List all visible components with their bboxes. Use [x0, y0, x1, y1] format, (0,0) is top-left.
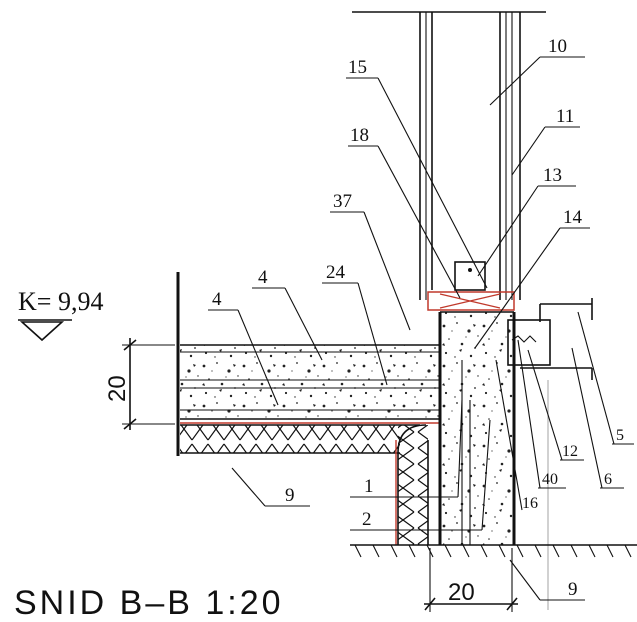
callout-4-upper: 4: [258, 267, 268, 288]
dim-slab-thickness: 20: [104, 338, 175, 430]
callout-10: 10: [548, 36, 567, 57]
callout-labels: 10 11 15 18 13 37 14 24 4 4 1 2 9 9 16 4…: [212, 36, 624, 600]
dim-slab-text: 20: [104, 375, 131, 402]
callout-18: 18: [350, 125, 369, 146]
level-mark-text: K= 9,94: [18, 287, 103, 316]
callout-16: 16: [522, 495, 538, 512]
callout-12: 12: [562, 443, 578, 460]
callout-40: 40: [542, 471, 558, 488]
dim-wall-width: 20: [424, 548, 518, 612]
floor-slab: [176, 272, 440, 456]
callout-leaders: [208, 56, 634, 601]
callout-37: 37: [333, 191, 352, 212]
foundation-wall: [395, 311, 516, 545]
callout-5: 5: [616, 427, 624, 444]
callout-11: 11: [556, 106, 574, 127]
callout-6: 6: [604, 471, 612, 488]
dim-wall-text: 20: [448, 579, 475, 606]
window-frame: [352, 11, 593, 610]
callout-13: 13: [543, 165, 562, 186]
callout-9-left: 9: [285, 485, 295, 506]
level-mark: K= 9,94: [18, 287, 103, 342]
callout-15: 15: [348, 57, 367, 78]
callout-14: 14: [563, 207, 583, 228]
callout-1: 1: [364, 476, 374, 497]
callout-9-bottom: 9: [568, 579, 578, 600]
callout-4-lower: 4: [212, 289, 222, 310]
drawing-title: SNID B–B 1:20: [14, 584, 284, 622]
ground-hatch: [350, 544, 637, 558]
callout-24: 24: [326, 262, 346, 283]
callout-2: 2: [362, 509, 372, 530]
